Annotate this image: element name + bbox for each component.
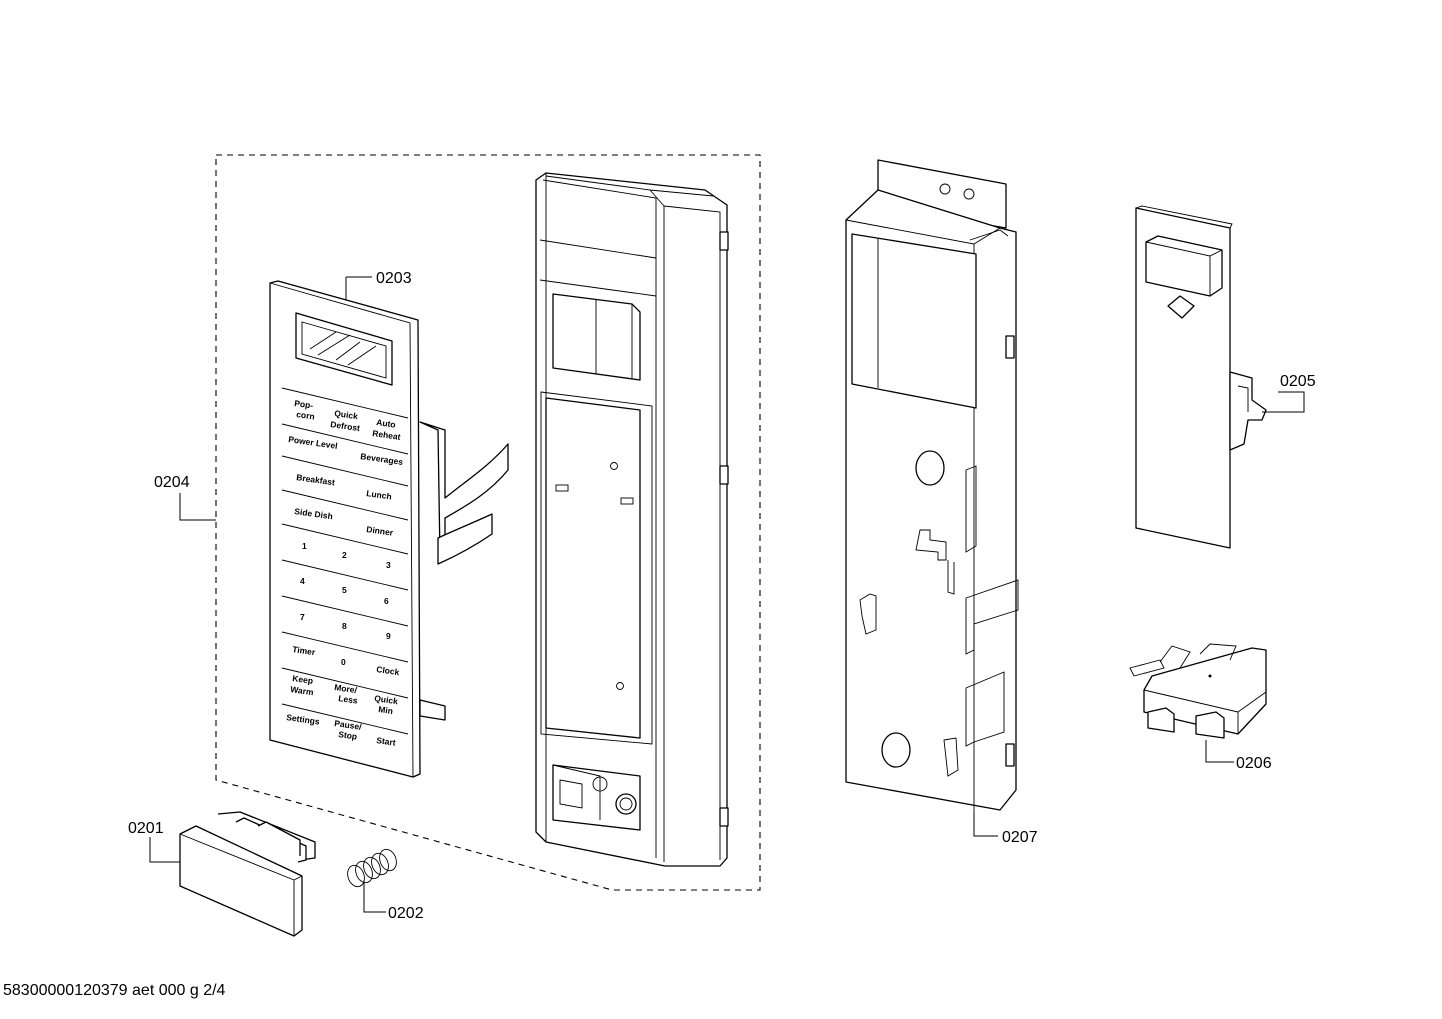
callout-0203: 0203 xyxy=(376,270,412,287)
callout-0205: 0205 xyxy=(1280,373,1316,390)
assembly-boundary-dashed xyxy=(215,154,761,891)
key-pause-stop-line2: Stop xyxy=(338,729,358,742)
key-4: 4 xyxy=(300,576,305,586)
key-pause-stop-line1: Pause/ xyxy=(334,718,363,732)
key-more-less-line1: More/ xyxy=(334,682,358,695)
part-0202-spring xyxy=(347,848,397,888)
leader-lines xyxy=(149,276,1305,913)
ribbon-cables xyxy=(419,421,509,721)
key-clock: Clock xyxy=(376,664,401,677)
callout-0204: 0204 xyxy=(154,474,190,491)
key-quick-defrost-line2: Defrost xyxy=(330,419,361,433)
callout-0202: 0202 xyxy=(388,905,424,922)
key-popcorn-line2: corn xyxy=(296,409,316,421)
callout-0207: 0207 xyxy=(1002,829,1038,846)
key-quick-min-line1: Quick xyxy=(374,693,399,706)
part-0204-control-frame xyxy=(535,172,729,867)
key-more-less-line2: Less xyxy=(338,693,359,706)
key-start: Start xyxy=(376,735,397,748)
key-quick-min-line2: Min xyxy=(378,704,394,716)
key-3: 3 xyxy=(386,560,391,570)
key-8: 8 xyxy=(342,621,347,631)
key-1: 1 xyxy=(302,541,307,551)
part-0203-membrane-keypad: Pop- corn Quick Defrost Auto Reheat Powe… xyxy=(269,280,421,778)
part-0206-door-switch xyxy=(1129,643,1267,739)
callout-0206: 0206 xyxy=(1236,755,1272,772)
key-5: 5 xyxy=(342,585,347,595)
key-auto-reheat-line2: Reheat xyxy=(372,428,402,442)
part-0201-door-button xyxy=(179,811,316,937)
key-6: 6 xyxy=(384,596,389,606)
key-0: 0 xyxy=(341,657,346,667)
key-settings: Settings xyxy=(286,712,321,727)
key-popcorn-line1: Pop- xyxy=(294,398,314,411)
callout-0201: 0201 xyxy=(128,820,164,837)
part-0207-bracket-frame xyxy=(845,159,1019,812)
key-7: 7 xyxy=(300,612,305,622)
key-timer: Timer xyxy=(292,644,317,657)
key-auto-reheat-line1: Auto xyxy=(376,417,397,430)
part-0205-pcb xyxy=(1135,205,1267,549)
key-dinner: Dinner xyxy=(366,524,395,538)
key-2: 2 xyxy=(342,550,347,560)
key-9: 9 xyxy=(386,631,391,641)
key-keep-warm-line1: Keep xyxy=(292,673,314,686)
key-lunch: Lunch xyxy=(366,488,393,501)
key-quick-defrost-line1: Quick xyxy=(334,408,359,421)
drawing-reference-footer: 58300000120379 aet 000 g 2/4 xyxy=(3,982,226,999)
key-keep-warm-line2: Warm xyxy=(290,684,315,697)
